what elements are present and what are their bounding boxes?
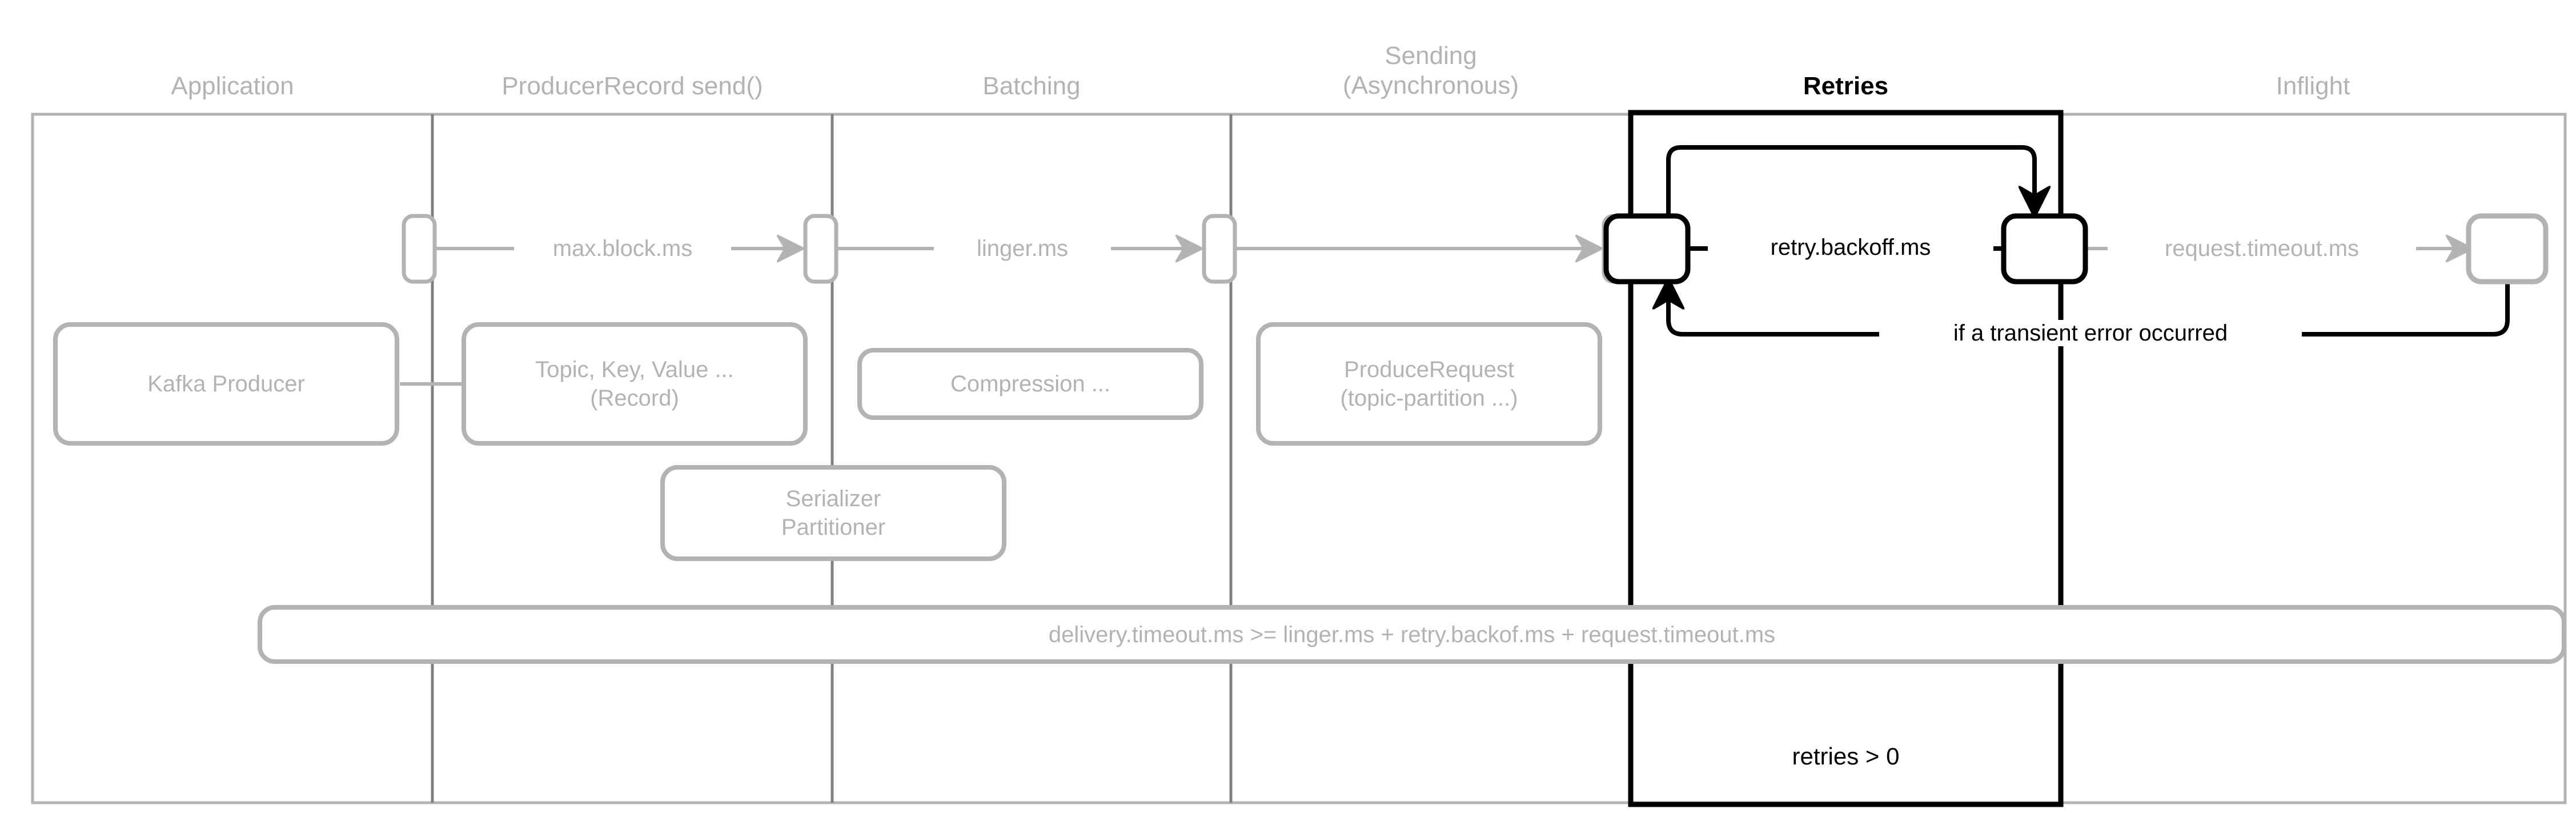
- node-inflight-shape[interactable]: [2466, 213, 2549, 285]
- node-application-shape[interactable]: [402, 214, 437, 284]
- node-batching-shape[interactable]: [1202, 214, 1237, 284]
- node-send-shape[interactable]: [803, 214, 838, 284]
- edge-transient-error-line: [1668, 269, 2510, 337]
- detail-box-produce-request[interactable]: [1256, 322, 1602, 446]
- detail-box-serializer[interactable]: [660, 465, 1006, 561]
- node-retries-out-shape[interactable]: [2001, 213, 2088, 285]
- detail-box-record[interactable]: [462, 322, 808, 446]
- node-retries-in-shape[interactable]: [1603, 213, 1691, 285]
- retries-region: [1628, 110, 2064, 807]
- detail-box-compression[interactable]: [857, 348, 1203, 420]
- edge-retry-loop-top: [1666, 145, 2035, 223]
- detail-box-kafka-producer[interactable]: [53, 322, 399, 446]
- swimlane-frame: [31, 113, 2567, 804]
- delivery-timeout-band-shape[interactable]: [258, 605, 2566, 664]
